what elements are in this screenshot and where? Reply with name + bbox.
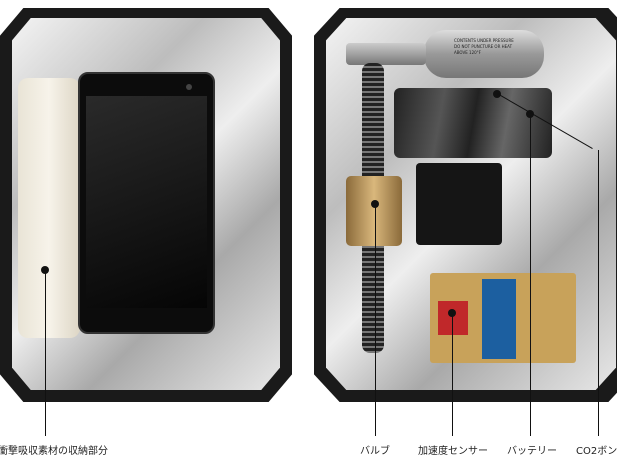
smartphone [78,72,215,334]
label-padding-storage: 衝撃吸収素材の収納部分 [0,446,108,457]
callout-line-sensor [452,313,453,436]
camera-icon [186,84,192,90]
label-valve: バルブ [360,446,390,457]
arduino-board [482,279,516,359]
phone-screen [86,96,207,308]
co2-text-2: DO NOT PUNCTURE OR HEAT [454,44,513,49]
callout-line-co2 [598,150,599,436]
left-case [0,8,292,402]
co2-text-1: CONTENTS UNDER PRESSURE [454,38,514,43]
circuit-board [430,273,576,363]
callout-line-padding [45,270,46,436]
cushion-material [18,78,80,338]
accel-sensor-board [438,301,468,335]
co2-text-3: ABOVE 120°F [454,50,481,55]
label-battery: バッテリー [507,446,557,457]
callout-line-valve [375,204,376,436]
brass-valve [346,176,402,246]
right-case: CONTENTS UNDER PRESSURE DO NOT PUNCTURE … [314,8,617,402]
co2-cylinder: CONTENTS UNDER PRESSURE DO NOT PUNCTURE … [424,30,544,78]
solenoid-block [416,163,502,245]
battery-pack [394,88,552,158]
label-co2-cylinder: CO2ボンベ [576,446,617,457]
callout-line-battery [530,114,531,436]
valve-pipe [346,43,426,65]
label-accel-sensor: 加速度センサー [418,446,488,457]
